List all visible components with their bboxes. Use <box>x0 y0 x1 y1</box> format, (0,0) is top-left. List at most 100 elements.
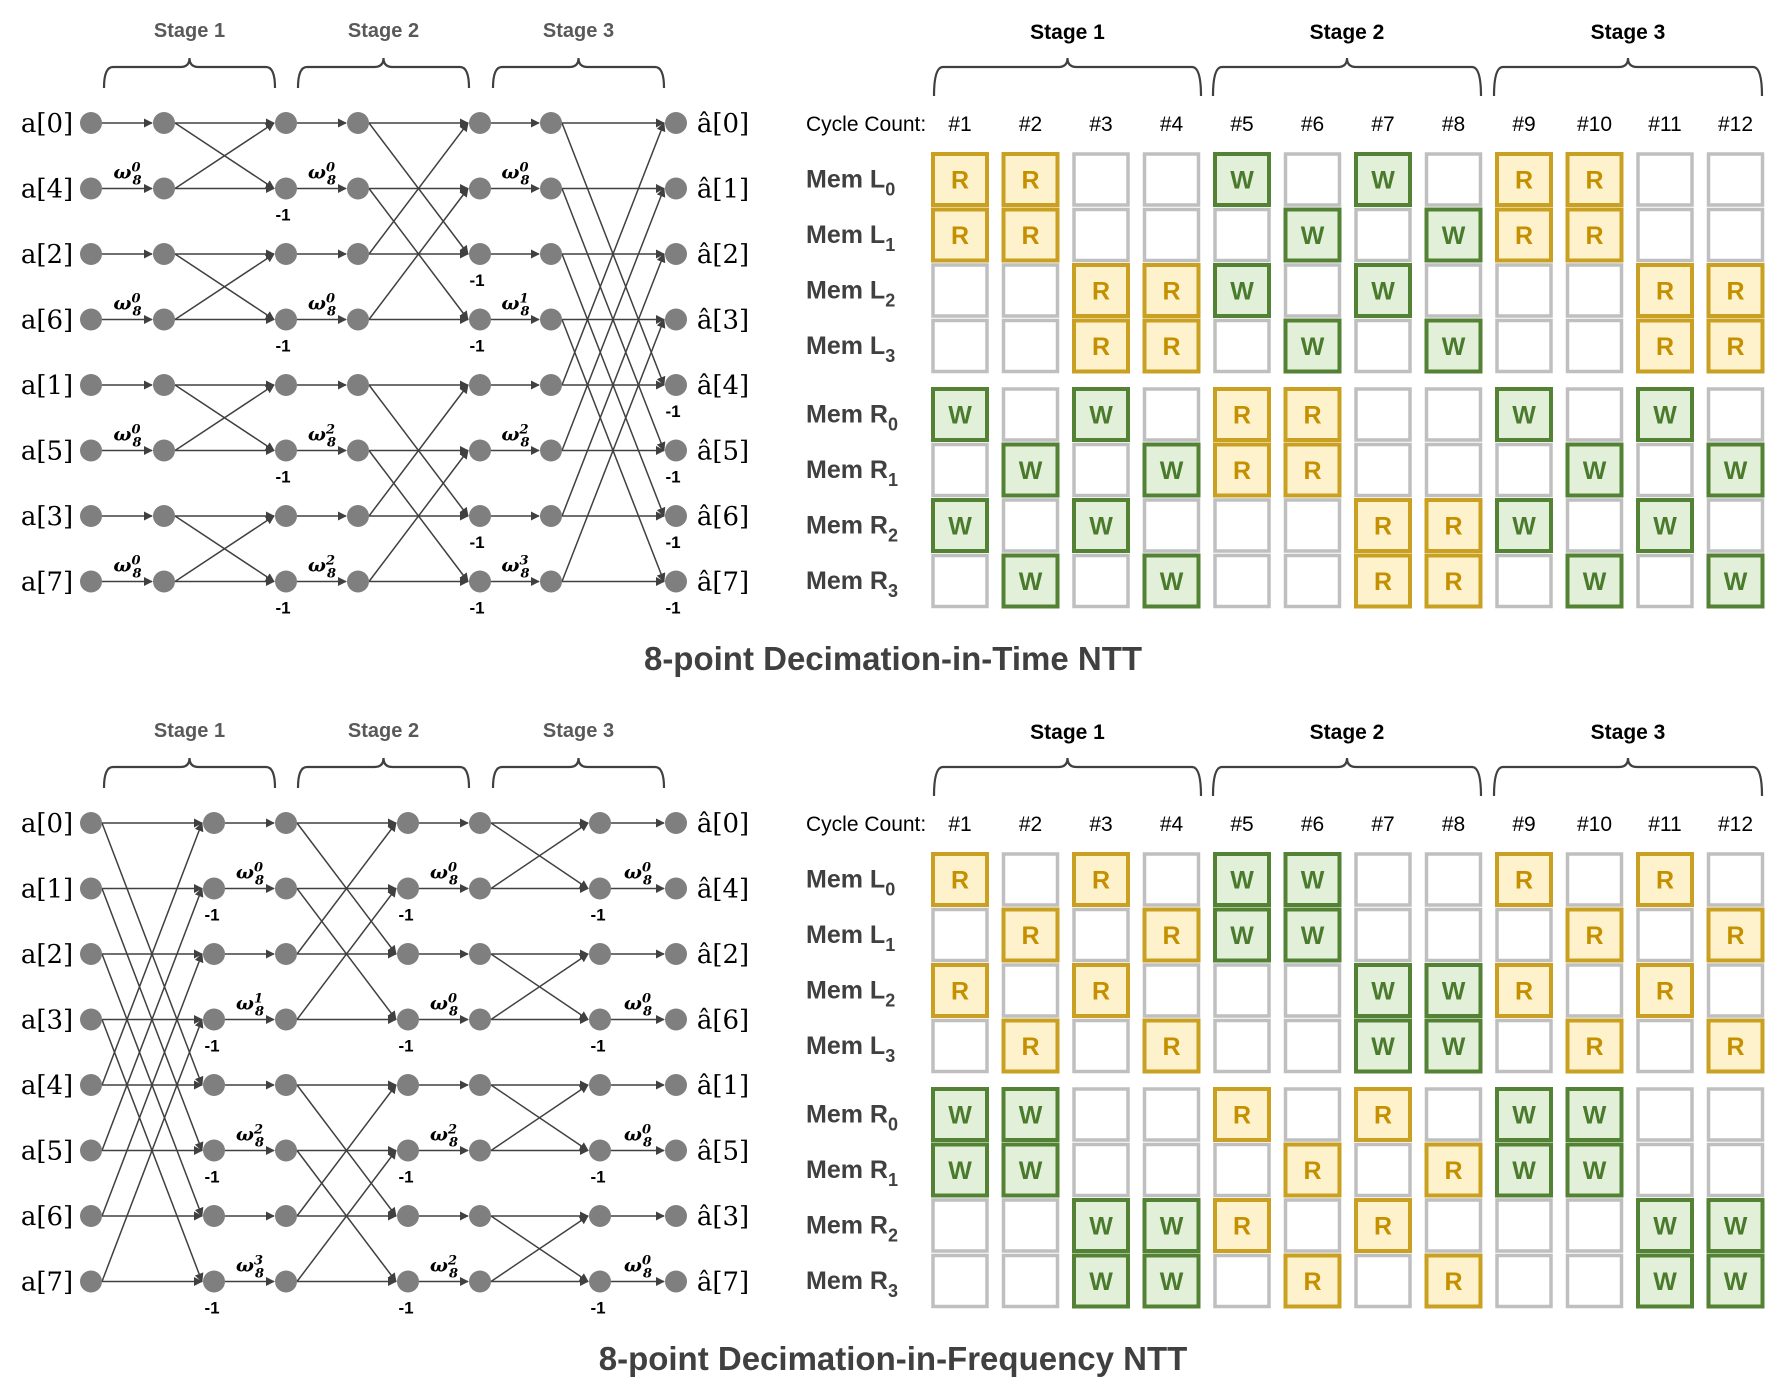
dit-node <box>80 177 102 200</box>
dif-write-cell <box>1706 1253 1765 1309</box>
dit-empty-cell <box>1142 498 1201 553</box>
dif-node <box>397 1074 419 1096</box>
dit-empty-cell <box>1283 553 1342 609</box>
dif-stage-2-brace <box>296 757 471 789</box>
dif-edge <box>101 887 204 1151</box>
dit-node <box>347 505 369 527</box>
dit-neg-one-label: -1 <box>275 206 290 225</box>
dit-cell-text: W <box>1724 568 1748 596</box>
dit-cell-text: R <box>1162 333 1180 361</box>
dit-cell-text: W <box>1371 278 1395 306</box>
dif-input-label: a[5] <box>21 1137 73 1167</box>
dif-empty-cell <box>1636 1142 1694 1198</box>
dit-write-cell <box>1354 152 1412 207</box>
dit-empty-cell <box>1142 152 1201 207</box>
dit-cell-text: R <box>1374 568 1392 596</box>
dit-node <box>665 374 687 396</box>
dif-node <box>80 1139 102 1162</box>
dit-empty-cell <box>1213 207 1271 263</box>
dif-empty-cell <box>1354 1253 1412 1309</box>
dif-cell-text: W <box>1019 1102 1043 1130</box>
dit-cell-text: R <box>1656 333 1674 361</box>
dif-empty-cell <box>931 1018 989 1074</box>
dit-empty-cell <box>1072 152 1130 207</box>
dit-node <box>347 243 369 265</box>
dit-title: 8-point Decimation-in-Time NTT <box>644 640 1142 677</box>
dif-cycle-count-label: Cycle Count: <box>806 813 926 836</box>
dit-cycle-header: #5 <box>1230 113 1253 136</box>
dif-cell-text: R <box>1444 1268 1462 1296</box>
dit-read-cell <box>1495 152 1553 207</box>
dit-empty-cell <box>1354 207 1412 263</box>
dit-node <box>80 505 102 527</box>
dif-input-label: a[6] <box>21 1202 73 1232</box>
dif-node <box>203 1270 225 1293</box>
dif-node <box>665 1139 687 1162</box>
dit-empty-cell <box>1495 553 1553 609</box>
dif-node <box>589 1270 611 1293</box>
dit-write-cell <box>1354 263 1412 318</box>
dit-cycle-header: #7 <box>1371 113 1394 136</box>
dif-write-cell <box>1001 1087 1060 1142</box>
dif-mem-row-label: Mem L1 <box>806 921 895 955</box>
dit-cell-text: W <box>1724 457 1748 485</box>
dit-node <box>540 374 562 396</box>
dit-empty-cell <box>1072 553 1130 609</box>
dif-read-cell <box>1213 1087 1271 1142</box>
dif-cycle-header: #12 <box>1718 813 1753 836</box>
dit-empty-cell <box>1565 498 1624 553</box>
dif-read-cell <box>1424 1253 1483 1309</box>
dif-cell-text: W <box>1230 922 1254 950</box>
dit-input-label: a[7] <box>21 568 73 598</box>
dif-cell-text: R <box>1585 1033 1603 1061</box>
dit-empty-cell <box>1424 152 1483 207</box>
dit-empty-cell <box>1354 318 1412 374</box>
dif-empty-cell <box>1565 963 1624 1018</box>
dit-empty-cell <box>1424 442 1483 498</box>
dit-cycle-header: #4 <box>1160 113 1184 136</box>
dif-empty-cell <box>1213 1142 1271 1198</box>
dit-edge <box>561 318 666 582</box>
dit-output-label: â[7] <box>697 568 749 598</box>
dit-node <box>469 243 491 265</box>
dif-empty-cell <box>1001 1253 1060 1309</box>
dif-empty-cell <box>1495 1018 1553 1074</box>
dit-write-cell <box>931 498 989 553</box>
dit-read-cell <box>1636 318 1694 374</box>
dif-empty-cell <box>1142 963 1201 1018</box>
dif-empty-cell <box>931 1198 989 1253</box>
dif-table-stage-3-brace <box>1492 757 1764 797</box>
dit-node <box>347 112 369 134</box>
dif-read-cell <box>1706 1018 1765 1074</box>
dit-output-label: â[6] <box>697 502 749 532</box>
dit-empty-cell <box>1636 207 1694 263</box>
dif-write-cell <box>931 1142 989 1198</box>
dif-neg-one-label: -1 <box>398 906 413 925</box>
dif-stage-3-label: Stage 3 <box>543 720 614 742</box>
dit-node <box>469 439 491 462</box>
dit-write-cell <box>1706 442 1765 498</box>
dit-read-cell <box>1636 263 1694 318</box>
dit-node <box>665 505 687 527</box>
dit-empty-cell <box>1142 387 1201 442</box>
dif-read-cell <box>1706 907 1765 963</box>
dif-neg-one-label: -1 <box>590 1168 605 1187</box>
dif-node <box>469 877 491 900</box>
dif-read-cell <box>1213 1198 1271 1253</box>
dit-write-cell <box>1495 387 1553 442</box>
dit-cell-text: W <box>1583 457 1607 485</box>
dit-node <box>153 243 175 265</box>
dif-empty-cell <box>1565 852 1624 907</box>
dit-cycle-header: #3 <box>1089 113 1112 136</box>
dif-cell-text: W <box>1724 1268 1748 1296</box>
dit-input-label: a[5] <box>21 437 73 467</box>
dif-cycle-header: #10 <box>1577 813 1612 836</box>
dit-node <box>469 374 491 396</box>
dif-node <box>589 1074 611 1096</box>
dit-cycle-header: #8 <box>1442 113 1465 136</box>
dif-write-cell <box>931 1087 989 1142</box>
dif-table-stage-1-brace <box>932 757 1203 797</box>
dif-output-label: â[1] <box>697 1071 749 1101</box>
